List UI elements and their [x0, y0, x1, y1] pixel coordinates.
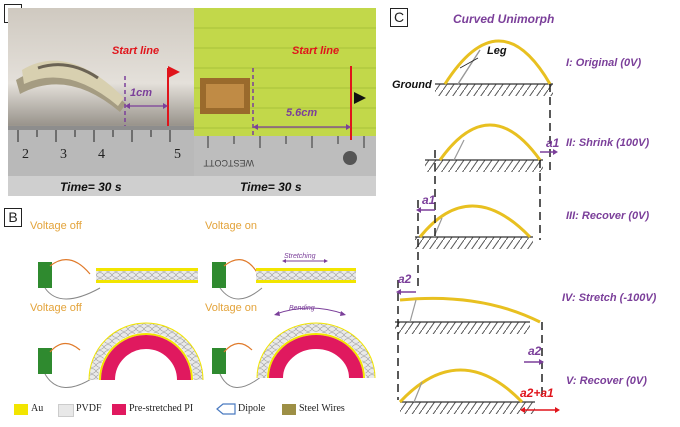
voltage-off-label-1: Voltage off: [30, 220, 82, 232]
a2-label-step5: a2: [528, 344, 542, 358]
time-label-left: Time= 30 s: [60, 180, 122, 194]
distance-label-1cm: 1cm: [130, 87, 153, 99]
panel-c-diagram: [395, 39, 560, 414]
legend-label-au: Au: [31, 403, 44, 414]
legend-swatch-steel: [282, 404, 296, 415]
svg-text:WESTCOTT: WESTCOTT: [203, 158, 254, 168]
start-line-label-right: Start line: [292, 45, 340, 57]
legend-label-dipole: Dipole: [238, 403, 266, 414]
legend-swatch-pvdf: [58, 404, 74, 417]
photo-short-crawl: 2 3 4 5 Start line 1cm Time= 30 s: [8, 8, 194, 196]
flat-strip-on: [212, 259, 356, 300]
arch-off: [38, 322, 204, 388]
curved-unimorph-title: Curved Unimorph: [453, 12, 555, 26]
a2-plus-a1-label: a2+a1: [520, 386, 554, 400]
panel-label-c: C: [390, 8, 408, 27]
start-line-label-left: Start line: [112, 45, 160, 57]
legend-label-pvdf: PVDF: [76, 403, 102, 414]
legend-label-steel: Steel Wires: [299, 403, 345, 414]
svg-text:3: 3: [60, 147, 67, 162]
voltage-on-label-2: Voltage on: [205, 302, 257, 314]
step-1-label: I: Original (0V): [566, 57, 642, 69]
photo-long-crawl: WESTCOTT Start line 5.6cm Time= 30 s: [194, 8, 376, 196]
photo-long-crawl-graphic: WESTCOTT: [194, 27, 376, 196]
photo-short-crawl-graphic: 2 3 4 5: [8, 60, 194, 196]
legend-label-pi: Pre-stretched PI: [129, 403, 194, 414]
panel-b-schematic: [38, 259, 376, 388]
arch-on: [212, 307, 376, 388]
a1-label-step3: a1: [422, 193, 436, 207]
step-5-label: V: Recover (0V): [566, 375, 647, 387]
step-4-label: IV: Stretch (-100V): [562, 292, 657, 304]
a2-label-step4: a2: [398, 272, 412, 286]
panel-label-b: B: [4, 208, 22, 227]
a1-label-step2: a1: [546, 136, 560, 150]
legend-swatch-pi: [112, 404, 126, 415]
svg-text:4: 4: [98, 147, 105, 162]
svg-text:2: 2: [22, 147, 29, 162]
time-label-right: Time= 30 s: [240, 180, 302, 194]
leg-label: Leg: [487, 45, 507, 57]
step-2-label: II: Shrink (100V): [566, 137, 650, 149]
legend-swatch-au: [14, 404, 28, 415]
step-3-label: III: Recover (0V): [566, 210, 650, 222]
distance-label-5-6cm: 5.6cm: [286, 107, 318, 119]
ground-label: Ground: [392, 79, 432, 91]
flat-strip-off: [38, 259, 198, 300]
voltage-off-label-2: Voltage off: [30, 302, 82, 314]
dipole-icon: [216, 403, 236, 415]
svg-text:5: 5: [174, 147, 181, 162]
stretching-label: Stretching: [284, 253, 316, 260]
voltage-on-label-1: Voltage on: [205, 220, 257, 232]
